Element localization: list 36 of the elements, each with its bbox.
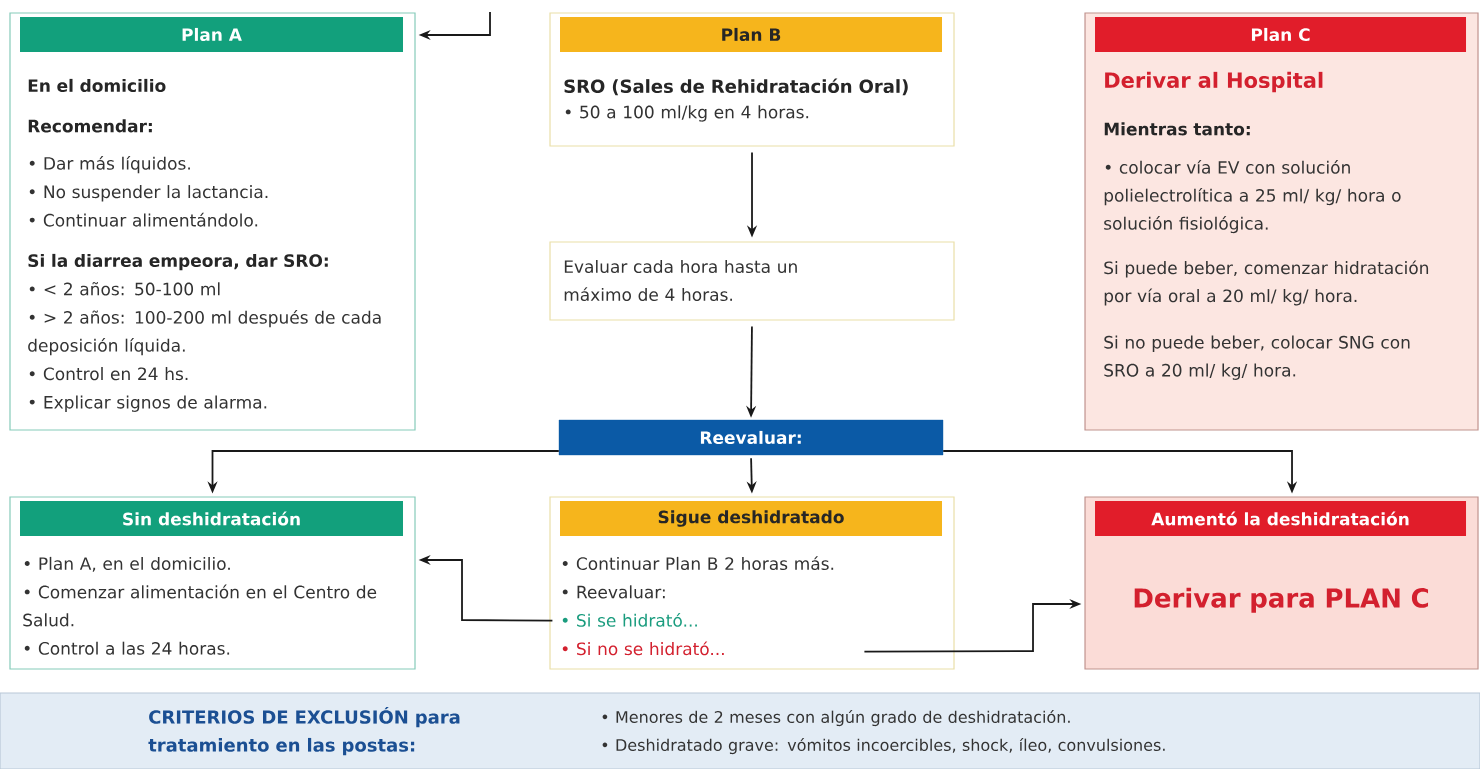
body-text: • Plan A, en el domicilio.	[24, 556, 230, 572]
body-text: • No suspender la lactancia.	[29, 185, 268, 202]
header-bar: Aumentó la deshidratación	[1095, 501, 1466, 536]
body-text: Evaluar cada hora hasta un máximo de 4 horas.	[564, 259, 797, 302]
body-text: • > 2 años: 100-200 ml después de cada deposición líquida.	[28, 310, 381, 356]
subheading: Mientras tanto:	[1104, 122, 1250, 136]
subheading: Recomendar:	[28, 119, 152, 133]
body-text: • Menores de 2 meses con algún grado de deshidratación.	[602, 710, 1070, 727]
body-text: • colocar vía EV con solución polielectrolítica a 25 ml/ kg/ hora o solución fisiológica.	[1104, 160, 1401, 234]
header-bar: Plan B	[560, 17, 942, 52]
subheading: Si la diarrea empeora, dar SRO:	[28, 253, 328, 271]
body-text: • Si no se hidrató...	[562, 641, 724, 656]
body-text: • Si se hidrató...	[562, 613, 697, 627]
body-text: Si puede beber, comenzar hidratación por vía oral a 20 ml/ kg/ hora.	[1104, 260, 1429, 306]
header-bar: Reevaluar:	[558, 419, 944, 456]
heading-text: CRITERIOS DE EXCLUSIÓN para tratamiento en las postas:	[148, 706, 460, 756]
body-text: • Deshidratado grave: vómitos incoercibles, shock, íleo, convulsiones.	[602, 738, 1165, 755]
header-bar: Sigue deshidratado	[560, 501, 942, 536]
header-bar: Plan C	[1095, 17, 1466, 52]
body-text: • Continuar Plan B 2 horas más.	[562, 556, 834, 571]
header-bar: Plan A	[20, 17, 403, 52]
body-text: • Reevaluar:	[562, 585, 665, 599]
subheading: SRO (Sales de Rehidratación Oral)	[564, 78, 908, 96]
body-text: Si no puede beber, colocar SNG con SRO a 20 ml/ kg/ hora.	[1104, 335, 1410, 380]
subheading: En el domicilio	[28, 78, 166, 93]
body-text: • 50 a 100 ml/kg en 4 horas.	[565, 105, 809, 122]
body-text: • Continuar alimentándolo.	[29, 212, 258, 227]
action-text: Derivar para PLAN C	[1134, 587, 1429, 613]
body-text: • < 2 años: 50-100 ml	[29, 282, 220, 296]
body-text: • Explicar signos de alarma.	[29, 395, 267, 412]
subheading: Derivar al Hospital	[1105, 71, 1323, 93]
body-text: • Control a las 24 horas.	[24, 641, 230, 655]
body-text: • Control en 24 hs.	[29, 367, 188, 381]
body-text: • Comenzar alimentación en el Centro de Salud.	[23, 584, 377, 627]
header-bar: Sin deshidratación	[20, 501, 403, 536]
body-text: • Dar más líquidos.	[29, 156, 190, 174]
